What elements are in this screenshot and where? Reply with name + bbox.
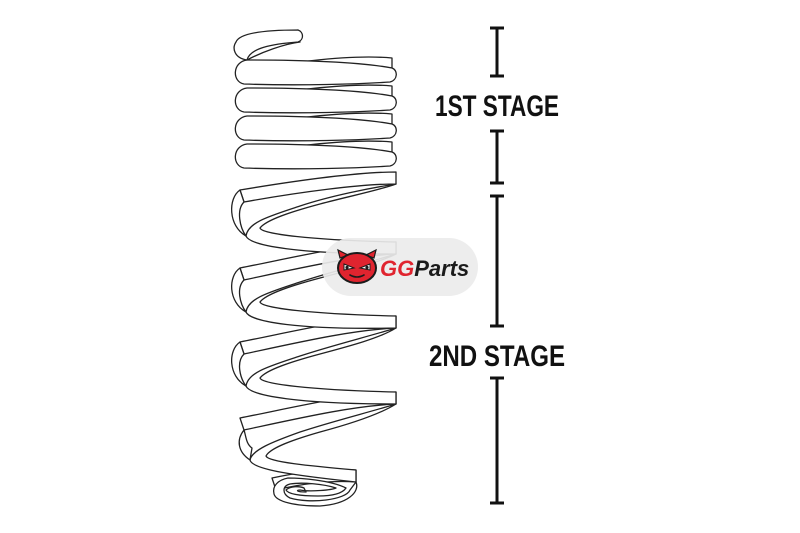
stage-1-label: 1ST STAGE — [435, 90, 559, 123]
watermark-brand-text: GGParts — [380, 256, 469, 281]
mascot-face-icon — [337, 248, 377, 284]
spring-front-segments — [231, 29, 397, 507]
stage-2-label: 2ND STAGE — [429, 340, 565, 373]
stage-2-bracket — [490, 194, 504, 505]
stage-1-bracket — [490, 26, 504, 185]
brand-parts: Parts — [414, 256, 469, 281]
ggparts-watermark: GGParts — [322, 238, 478, 296]
brand-gg: GG — [380, 256, 414, 281]
